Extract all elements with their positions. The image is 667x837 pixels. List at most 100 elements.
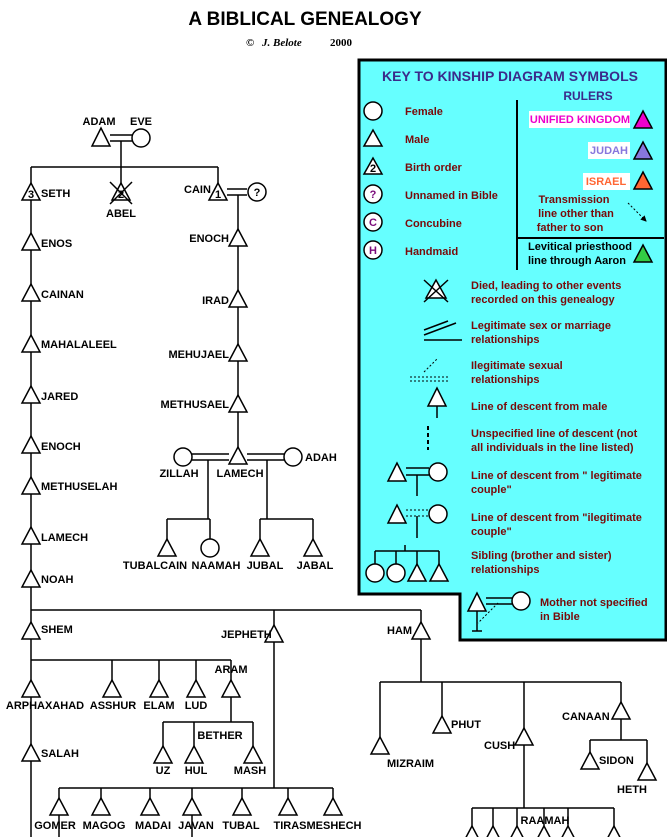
gomer-label: GOMER [34,820,76,832]
key-male-label: Male [405,134,429,146]
asshur-icon [101,678,123,698]
uz-icon [152,744,174,764]
naamah-icon [200,538,220,558]
judah-label: JUDAH [590,145,628,157]
enoch-seth-icon [20,434,42,454]
mizraim-icon [369,735,391,755]
mehujael-icon [227,342,249,362]
abel-birth-order: 2 [118,189,124,201]
lamech-cain-label: LAMECH [216,468,263,480]
key-legit-couple-label-1: Line of descent from " legitimate [471,470,642,482]
mehujael-label: MEHUJAEL [168,349,229,361]
key-died-icon [424,278,448,299]
abel-icon [110,181,132,201]
key-illegit-line-a [423,358,438,373]
madai-label: MADAI [135,820,171,832]
key-female-label: Female [405,106,443,118]
tiras-icon [277,796,299,816]
key-legit-line-a [423,320,449,331]
noah-icon [20,568,42,588]
cush-child-2-icon [486,824,500,837]
meshech-label: MESHECH [306,820,361,832]
noah-label: NOAH [41,574,73,586]
elam-label: ELAM [143,700,174,712]
tubal-icon [231,796,253,816]
mash-label: MASH [234,765,266,777]
unified-kingdom-label: UNIFIED KINGDOM [530,114,630,126]
cush-child-5-icon [561,824,575,837]
jared-icon [20,384,42,404]
unified-kingdom-icon [632,109,654,129]
methusael-icon [227,393,249,413]
enos-icon [20,231,42,251]
salah-icon [20,742,42,762]
key-mother-unspecified-female-icon [511,591,531,611]
key-legit-line-b [423,322,457,336]
key-handmaid-label: Handmaid [405,246,458,258]
lud-label: LUD [185,700,208,712]
key-unnamed-mark: ? [370,189,377,201]
tubal-label: TUBAL [222,820,260,832]
key-sibling-label-2: relationships [471,564,539,576]
lamech-cain-icon [227,445,249,465]
lamech-seth-label: LAMECH [41,532,88,544]
jubal-icon [249,537,271,557]
irad-label: IRAD [202,295,229,307]
key-male-icon [362,128,384,147]
judah-box [588,142,630,159]
raamah-label: RAAMAH [521,815,570,827]
naamah-label: NAAMAH [192,560,241,572]
rulers-title: RULERS [563,89,612,103]
page-title: A BIBLICAL GENEALOGY [188,9,422,30]
cush-child-3-icon [510,824,524,837]
key-legit-sex-label-2: relationships [471,334,539,346]
enoch-cain-label: ENOCH [189,233,229,245]
transmission-arrow-icon [627,202,647,222]
lamech-seth-icon [20,525,42,545]
key-birth-order-label: Birth order [405,162,463,174]
key-unnamed-icon [363,184,383,204]
enos-label: ENOS [41,238,72,250]
zillah-label: ZILLAH [159,468,198,480]
enoch-seth-label: ENOCH [41,441,81,453]
hul-icon [183,744,205,764]
arphaxahad-icon [20,678,42,698]
arphaxahad-label: ARPHAXAHAD [6,700,84,712]
cush-child-6-icon [607,824,621,837]
cush-icon [513,726,535,746]
canaan-label: CANAAN [562,711,610,723]
cain-icon [207,181,229,201]
zillah-icon [173,447,193,467]
eve-icon [131,128,151,148]
copyright-symbol: © [246,37,254,49]
seth-birth-order: 3 [28,189,34,201]
key-illegit-couple-male-icon [386,503,408,524]
key-legit-sex-label-1: Legitimate sex or marriage [471,320,611,332]
gomer-icon [48,796,70,816]
aram-icon [220,678,242,698]
key-handmaid-mark: H [369,245,377,257]
lud-icon [185,678,207,698]
levitical-label-1: Levitical priesthood [528,241,632,253]
transmission-label-3: father to son [537,222,604,234]
key-handmaid-icon [363,240,383,260]
tiras-label: TIRAS [274,820,307,832]
key-heading: KEY TO KINSHIP DIAGRAM SYMBOLS [382,68,638,84]
key-panel [357,58,667,642]
javan-icon [181,796,203,816]
key-legit-couple-female-icon [428,462,448,482]
key-sibling-female-2-icon [386,563,406,583]
key-unnamed-label: Unnamed in Bible [405,190,498,202]
key-birth-order-icon [362,156,384,175]
key-unspecified-label-1: Unspecified line of descent (not [471,428,638,440]
enoch-cain-icon [227,227,249,247]
hul-label: HUL [185,765,208,777]
cain-wife-mark: ? [254,187,261,199]
key-birth-order-number: 2 [370,163,376,175]
sidon-icon [579,750,601,770]
key-illegit-sex-label-2: relationships [471,374,539,386]
methuselah-icon [20,475,42,495]
israel-label: ISRAEL [586,176,627,188]
key-mother-label-1: Mother not specified [540,597,648,609]
cush-label: CUSH [484,740,515,752]
